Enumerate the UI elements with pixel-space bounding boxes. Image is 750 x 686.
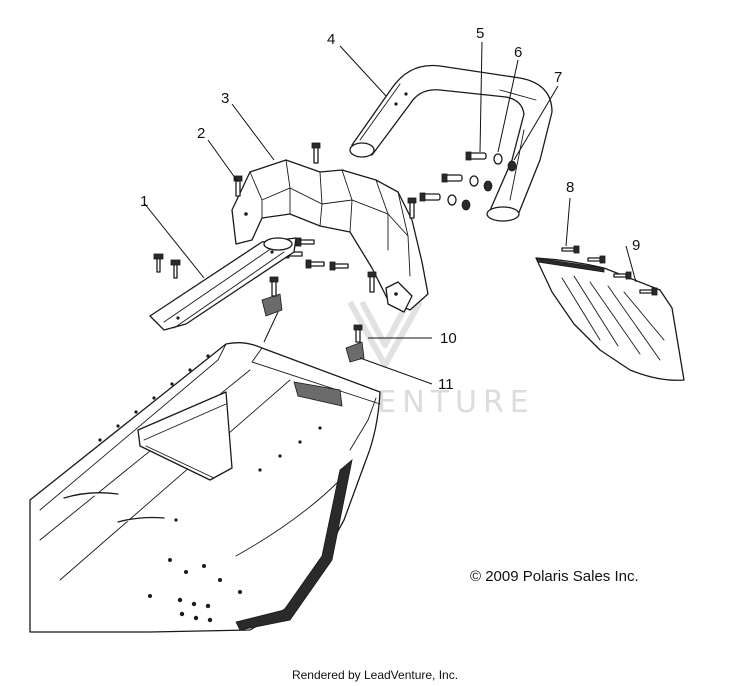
screw bbox=[233, 175, 243, 197]
leader-11-a bbox=[263, 311, 279, 343]
bracket-left bbox=[261, 276, 283, 317]
part-3-rear-cover bbox=[231, 159, 429, 313]
callout-10: 10 bbox=[440, 330, 457, 347]
chassis-tunnel bbox=[29, 342, 381, 633]
callout-7: 7 bbox=[554, 69, 562, 86]
screw bbox=[407, 197, 417, 219]
flap-rivets bbox=[561, 245, 658, 296]
leader-5 bbox=[479, 41, 483, 153]
bolt-row-2 bbox=[441, 173, 493, 192]
leader-7 bbox=[513, 85, 559, 161]
bolt-row-1 bbox=[465, 151, 517, 172]
part-4-grab-bar bbox=[349, 64, 553, 222]
callout-5: 5 bbox=[476, 25, 484, 42]
leader-2 bbox=[207, 139, 239, 183]
cover-screws bbox=[233, 142, 417, 293]
screw bbox=[329, 261, 349, 271]
watermark-logo bbox=[347, 300, 423, 368]
callout-8: 8 bbox=[566, 179, 574, 196]
leader-lines bbox=[143, 41, 637, 385]
screw bbox=[295, 237, 315, 247]
bracket-right bbox=[345, 324, 365, 363]
callout-6: 6 bbox=[514, 44, 522, 61]
callout-3: 3 bbox=[221, 90, 229, 107]
leader-8 bbox=[565, 197, 571, 247]
leader-9 bbox=[625, 245, 637, 283]
rivet bbox=[561, 245, 580, 254]
rivet bbox=[170, 259, 181, 279]
part-9-snow-flap bbox=[535, 257, 685, 381]
rivet bbox=[587, 255, 606, 264]
part-1-rail bbox=[149, 237, 297, 331]
bolt-row-3 bbox=[419, 192, 471, 211]
callouts: 1 2 3 4 5 6 7 8 9 10 11 bbox=[140, 25, 640, 393]
rivet bbox=[153, 253, 164, 273]
screw bbox=[311, 142, 321, 164]
rail-rivets bbox=[153, 253, 181, 279]
callout-9: 9 bbox=[632, 237, 640, 254]
callout-11: 11 bbox=[438, 376, 454, 393]
callout-1: 1 bbox=[140, 193, 148, 210]
part-5-6-7-hardware bbox=[419, 151, 517, 211]
callout-2: 2 bbox=[197, 125, 205, 142]
footer-credit: Rendered by LeadVenture, Inc. bbox=[291, 668, 459, 682]
callout-4: 4 bbox=[327, 31, 335, 48]
rivet bbox=[639, 287, 658, 296]
leader-11-b bbox=[359, 357, 433, 385]
leader-3 bbox=[231, 103, 275, 161]
leader-1 bbox=[143, 202, 205, 279]
leader-4 bbox=[339, 45, 387, 97]
chassis-holes bbox=[98, 354, 322, 623]
screw bbox=[367, 271, 377, 293]
rivet bbox=[613, 271, 632, 280]
leader-6 bbox=[497, 59, 519, 153]
screw bbox=[305, 259, 325, 269]
copyright-notice: © 2009 Polaris Sales Inc. bbox=[470, 568, 639, 585]
